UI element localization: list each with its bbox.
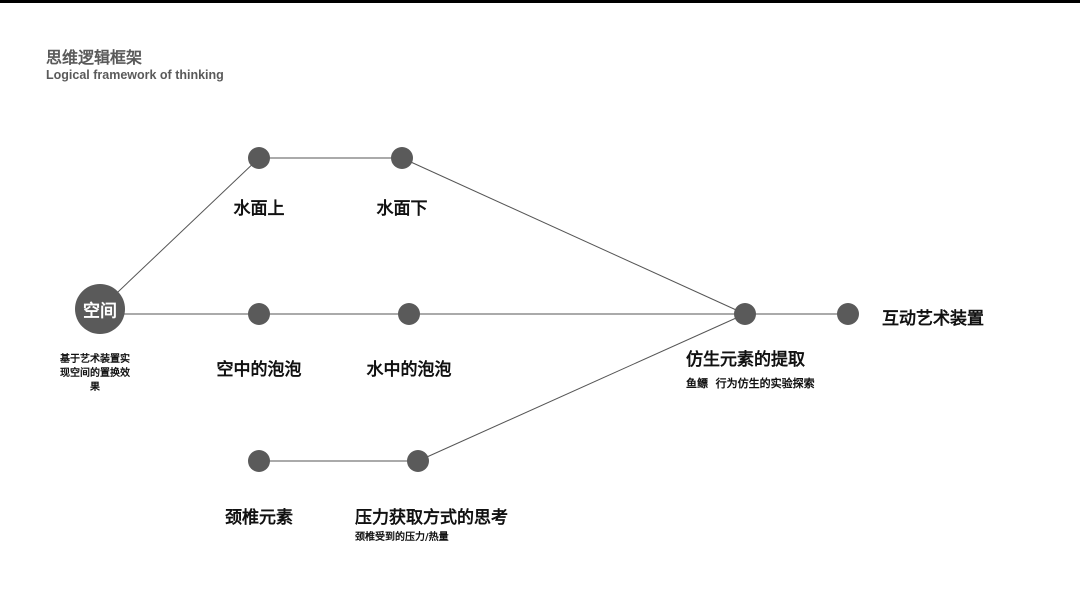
node-space-label: 空间 [83,301,117,322]
page-subtitle: Logical framework of thinking [46,68,224,82]
node-below-water-label: 水面下 [376,199,428,219]
node-cervical-dot [248,450,270,472]
node-dots [75,147,859,472]
node-installation-label: 互动艺术装置 [882,309,984,329]
node-above-water-dot [248,147,270,169]
top-border-bar [0,0,1080,3]
node-pressure-label: 压力获取方式的思考 [355,508,508,528]
page-title: 思维逻辑框架 [46,48,143,67]
node-below-water-dot [391,147,413,169]
node-space-circle [75,284,125,334]
edge-below-water-bionic [401,157,746,315]
node-pressure-dot [407,450,429,472]
node-pressure-sub: 颈椎受到的压力/热量 [355,532,449,543]
connector-lines [99,157,848,462]
node-bubble-water-dot [398,303,420,325]
edge-space-above-water [99,157,260,310]
node-bubble-air-dot [248,303,270,325]
node-bionic-dot [734,303,756,325]
node-above-water-label: 水面上 [233,199,285,219]
node-bubble-water-label: 水中的泡泡 [366,360,452,380]
node-bionic-sub: 鱼鳔 行为仿生的实验探索 [686,377,815,390]
node-installation-dot [837,303,859,325]
edge-pressure-bionic [417,313,746,462]
node-bionic-label: 仿生元素的提取 [686,350,805,370]
node-cervical-label: 颈椎元素 [225,508,293,528]
node-bubble-air-label: 空中的泡泡 [216,360,302,380]
node-space-description: 基于艺术装置实现空间的置换效果 [60,354,130,393]
